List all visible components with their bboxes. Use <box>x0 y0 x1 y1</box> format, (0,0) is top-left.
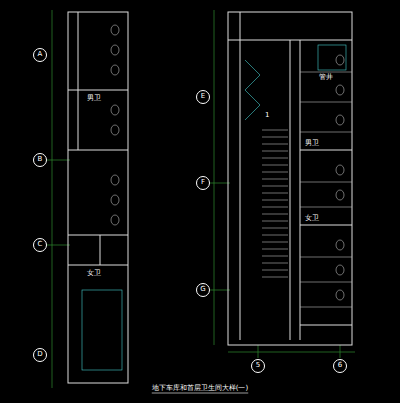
axis-bubble: E <box>196 90 210 104</box>
axis-bubble: 6 <box>333 359 347 373</box>
axis-bubble: C <box>33 238 47 252</box>
axis-bubble: A <box>33 48 47 62</box>
details <box>82 45 346 370</box>
drawing-caption: 地下车库和首层卫生间大样(一) <box>152 383 248 393</box>
room-label: 管井 <box>318 74 334 82</box>
axis-label: G <box>200 286 205 294</box>
axis-label: F <box>201 179 205 187</box>
axis-label: 6 <box>338 362 342 370</box>
axis-label: B <box>38 156 43 164</box>
room-label: 男卫 <box>86 95 102 103</box>
dimension-lines <box>46 10 355 388</box>
axis-label: C <box>38 241 43 249</box>
axis-bubble: F <box>196 176 210 190</box>
axis-bubble: 5 <box>251 359 265 373</box>
room-label: 1 <box>264 112 270 120</box>
walls <box>68 12 352 383</box>
axis-bubble: B <box>33 153 47 167</box>
room-label: 女卫 <box>304 215 320 223</box>
axis-label: E <box>201 93 205 101</box>
fixtures <box>111 25 352 307</box>
room-label: 女卫 <box>86 270 102 278</box>
axis-label: 5 <box>256 362 260 370</box>
axis-bubble: D <box>33 348 47 362</box>
axis-label: D <box>37 351 42 359</box>
axis-label: A <box>38 51 43 59</box>
axis-bubble: G <box>196 283 210 297</box>
room-label: 男卫 <box>304 140 320 148</box>
